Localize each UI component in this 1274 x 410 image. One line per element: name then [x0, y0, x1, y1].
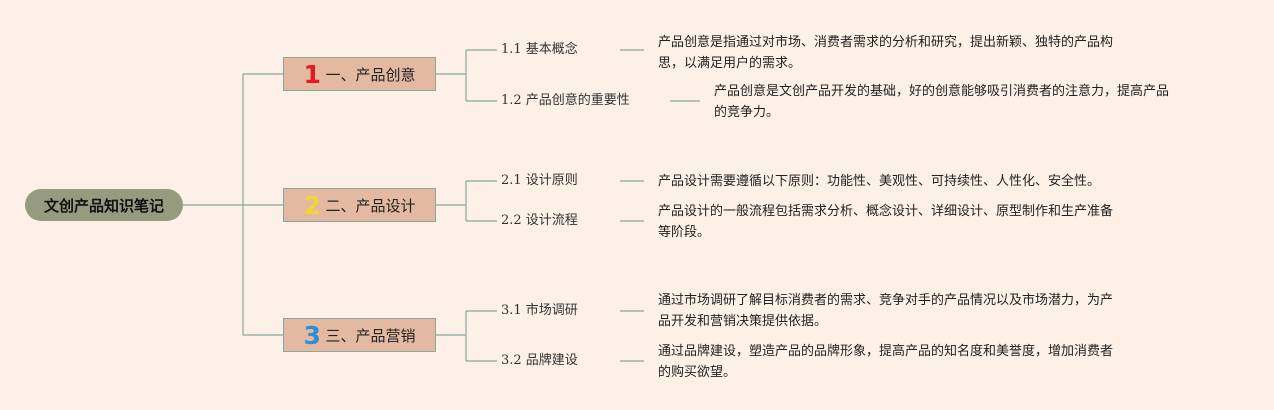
- branch-label: 三、产品营销: [325, 326, 416, 345]
- note-1-1: 产品创意是指通过对市场、消费者需求的分析和研究，提出新颖、独特的产品构 思，以满…: [658, 32, 1113, 74]
- note-3-2: 通过品牌建设，塑造产品的品牌形象，提高产品的知名度和美誉度，增加消费者 的购买欲…: [658, 341, 1113, 383]
- branch-node-2[interactable]: 2 二、产品设计: [283, 188, 436, 222]
- subtopic-3-1[interactable]: 3.1 市场调研: [501, 303, 578, 318]
- root-node[interactable]: 文创产品知识笔记: [25, 189, 183, 221]
- note-1-2: 产品创意是文创产品开发的基础，好的创意能够吸引消费者的注意力，提高产品 的竞争力…: [714, 81, 1169, 123]
- branch-label: 二、产品设计: [325, 196, 416, 215]
- note-line: 产品设计需要遵循以下原则：功能性、美观性、可持续性、人性化、安全性。: [658, 174, 1101, 189]
- note-line: 思，以满足用户的需求。: [658, 56, 802, 71]
- root-title: 文创产品知识笔记: [43, 196, 164, 215]
- note-line: 产品设计的一般流程包括需求分析、概念设计、详细设计、原型制作和生产准备: [658, 204, 1114, 219]
- branch-label: 一、产品创意: [325, 65, 416, 84]
- note-2-1: 产品设计需要遵循以下原则：功能性、美观性、可持续性、人性化、安全性。: [658, 171, 1100, 192]
- yellow-number-2-icon: 2: [303, 190, 321, 220]
- note-3-1: 通过市场调研了解目标消费者的需求、竞争对手的产品情况以及市场潜力，为产 品开发和…: [658, 290, 1113, 332]
- subtopic-2-2[interactable]: 2.2 设计流程: [501, 213, 578, 228]
- subtopic-3-2[interactable]: 3.2 品牌建设: [501, 353, 578, 368]
- blue-number-3-icon: 3: [303, 320, 321, 350]
- note-line: 品开发和营销决策提供依据。: [658, 314, 828, 329]
- note-line: 产品创意是指通过对市场、消费者需求的分析和研究，提出新颖、独特的产品构: [658, 35, 1114, 50]
- note-line: 的购买欲望。: [658, 365, 737, 380]
- note-line: 产品创意是文创产品开发的基础，好的创意能够吸引消费者的注意力，提高产品: [714, 84, 1170, 99]
- subtopic-2-1[interactable]: 2.1 设计原则: [501, 173, 578, 188]
- subtopic-1-1[interactable]: 1.1 基本概念: [501, 42, 578, 57]
- note-2-2: 产品设计的一般流程包括需求分析、概念设计、详细设计、原型制作和生产准备 等阶段。: [658, 201, 1113, 243]
- subtopic-1-2[interactable]: 1.2 产品创意的重要性: [501, 93, 630, 108]
- note-line: 通过市场调研了解目标消费者的需求、竞争对手的产品情况以及市场潜力，为产: [658, 293, 1114, 308]
- note-line: 的竞争力。: [714, 105, 780, 120]
- note-line: 通过品牌建设，塑造产品的品牌形象，提高产品的知名度和美誉度，增加消费者: [658, 344, 1114, 359]
- branch-node-3[interactable]: 3 三、产品营销: [283, 318, 436, 352]
- note-line: 等阶段。: [658, 225, 711, 240]
- red-number-1-icon: 1: [303, 59, 321, 89]
- branch-node-1[interactable]: 1 一、产品创意: [283, 57, 436, 91]
